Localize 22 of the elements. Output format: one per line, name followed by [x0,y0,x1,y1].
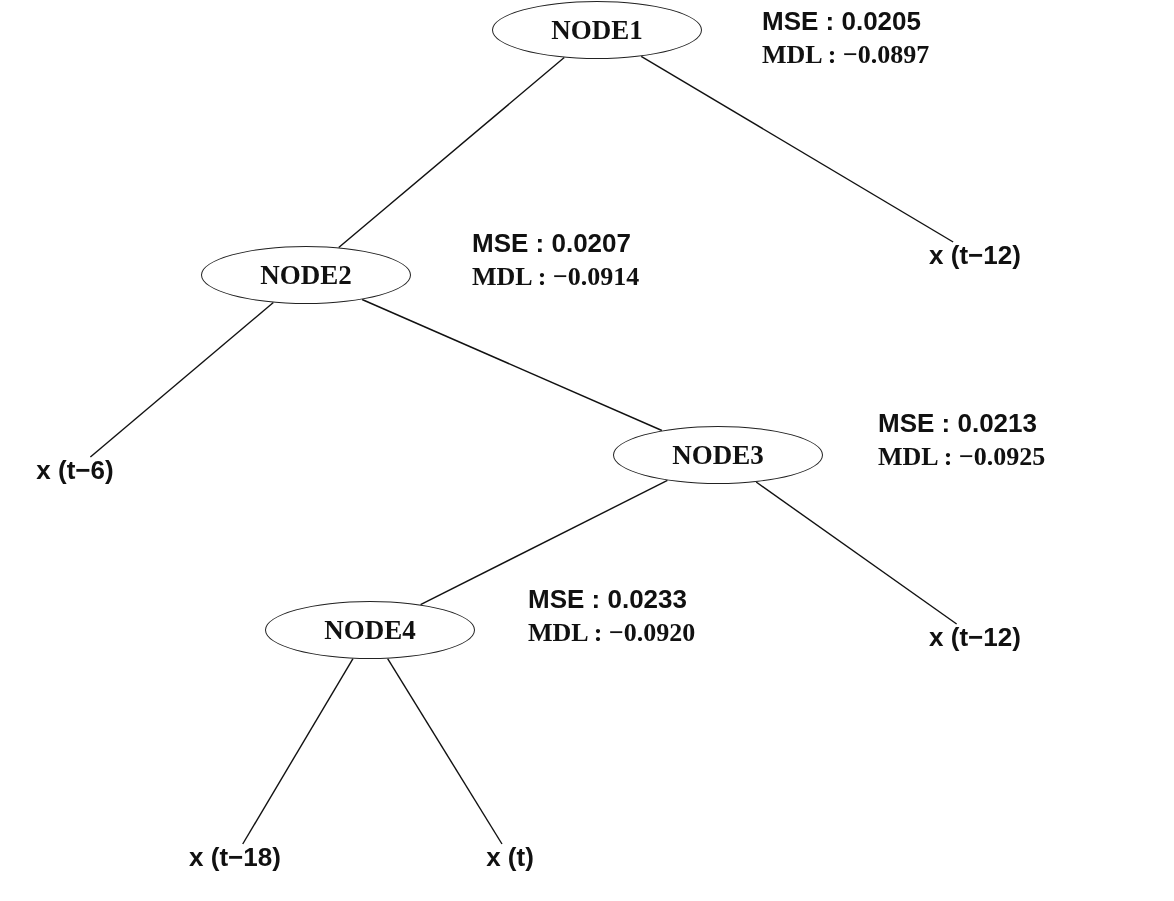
leaf-label: x (t−12) [929,242,1021,268]
tree-branch-line [386,657,503,845]
tree-branch-line [419,479,669,606]
tree-branch-line [242,657,354,845]
metric-label: MDL : −0.0925 [878,441,1046,473]
leaf-label: x (t) [486,844,534,870]
tree-branch-line [361,298,663,432]
metric-label: MSE : 0.0233 [528,583,688,616]
leaf-label: x (t−18) [189,844,281,870]
tree-node-ellipse: NODE2 [201,246,411,304]
metric-label: MSE : 0.0207 [472,227,632,260]
metric-label: MSE : 0.0213 [878,407,1038,440]
metric-label: MSE : 0.0205 [762,5,922,38]
tree-branch-line [640,55,954,243]
tree-node-ellipse: NODE3 [613,426,823,484]
leaf-label: x (t−12) [929,624,1021,650]
tree-node-ellipse: NODE1 [492,1,702,59]
metric-label: MDL : −0.0914 [472,261,640,293]
metric-label: MDL : −0.0920 [528,617,696,649]
leaf-label: x (t−6) [36,457,114,483]
tree-node-ellipse: NODE4 [265,601,475,659]
metric-label: MDL : −0.0897 [762,39,930,71]
